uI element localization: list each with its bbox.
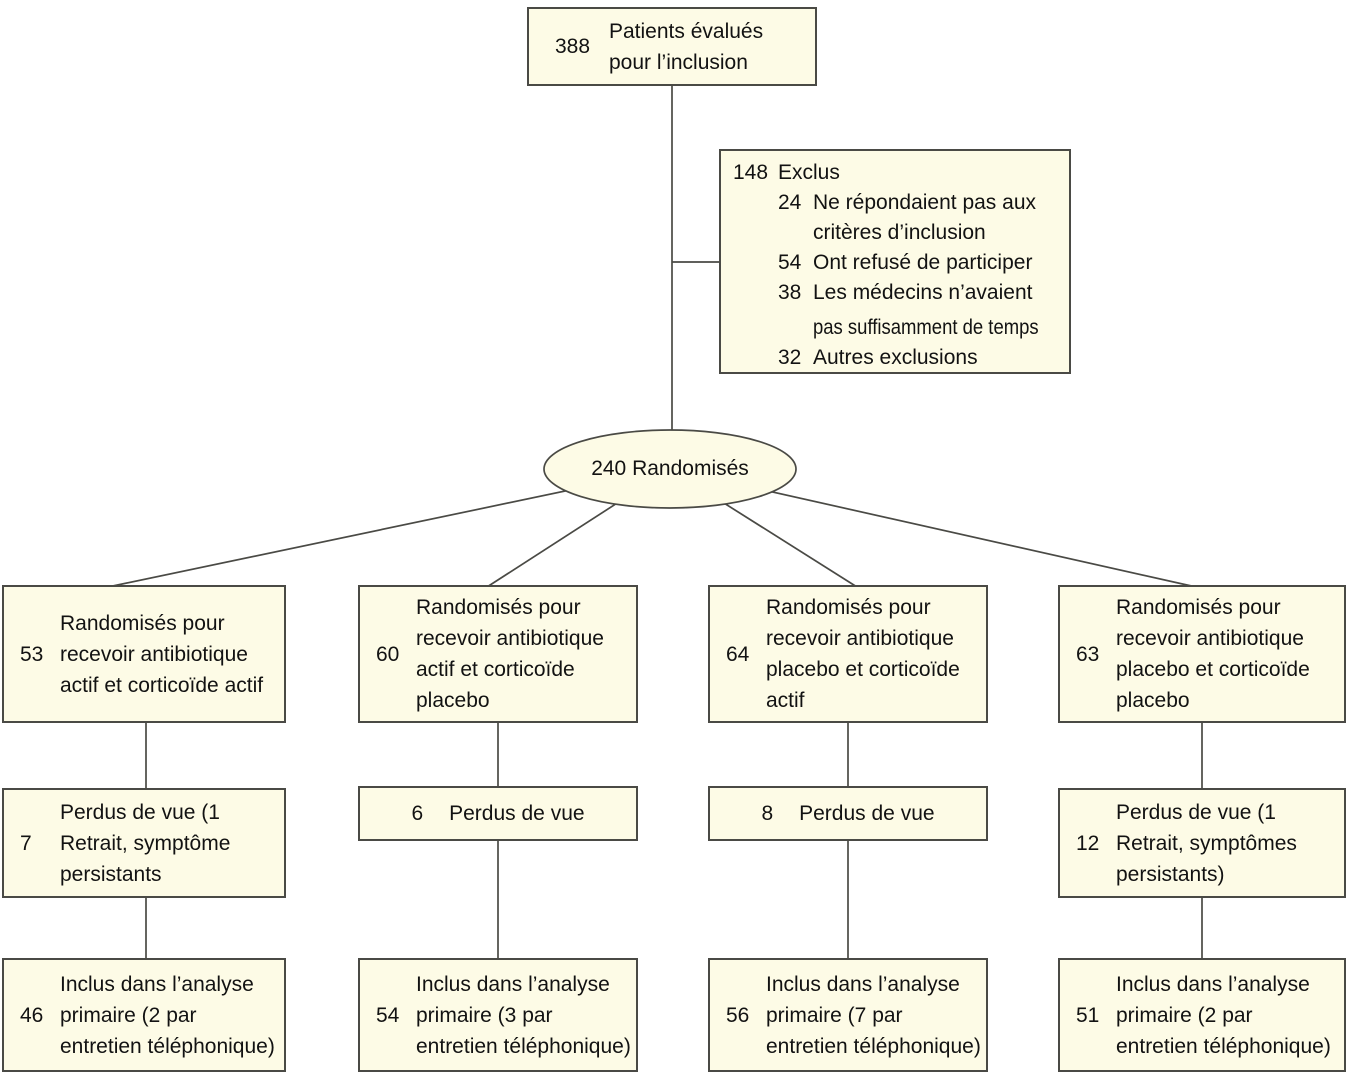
- analysis-text: Inclus dans l’analyse primaire (7 par en…: [766, 972, 981, 1058]
- excluded-box: 148 Exclus 24 Ne répondaient pas aux cri…: [719, 149, 1071, 374]
- lost-count: 8: [761, 802, 774, 825]
- arm-count: 60: [376, 642, 400, 666]
- excluded-item-text: Ont refusé de participer: [813, 251, 1033, 274]
- excluded-item-criteria: 24 Ne répondaient pas aux critères d’inc…: [778, 188, 1061, 248]
- arm-box-1: 53 Randomisés pour recevoir antibiotique…: [2, 585, 286, 723]
- arm-count: 53: [20, 642, 44, 666]
- analysis-box-4: 51 Inclus dans l’analyse primaire (2 par…: [1058, 958, 1346, 1072]
- analysis-count: 46: [20, 1003, 44, 1027]
- arm-text: Randomisés pour recevoir antibiotique ac…: [416, 596, 604, 712]
- lost-box-2: 6 Perdus de vue: [358, 786, 638, 841]
- lost-count: 6: [411, 802, 424, 825]
- assessed-text: Patients évalués pour l’inclusion: [609, 19, 764, 74]
- lost-text: Perdus de vue: [799, 802, 935, 825]
- excluded-item-count: 38: [778, 281, 802, 304]
- analysis-box-3: 56 Inclus dans l’analyse primaire (7 par…: [708, 958, 988, 1072]
- arm-box-2: 60 Randomisés pour recevoir antibiotique…: [358, 585, 638, 723]
- assessed-box: 388 Patients évalués pour l’inclusion: [527, 7, 817, 86]
- analysis-text: Inclus dans l’analyse primaire (2 par en…: [1116, 972, 1331, 1058]
- excluded-item-count: 24: [778, 191, 802, 214]
- arm-count: 63: [1076, 642, 1100, 666]
- excluded-item-text-line1: Les médecins n’avaient: [813, 281, 1033, 304]
- excluded-item-refused: 54 Ont refusé de participer: [778, 248, 1061, 278]
- lost-text: Perdus de vue (1 Retrait, symptôme persi…: [60, 800, 231, 886]
- lost-box-3: 8 Perdus de vue: [708, 786, 988, 841]
- randomized-label: 240 Randomisés: [591, 457, 749, 480]
- analysis-count: 51: [1076, 1003, 1100, 1027]
- arm-count: 64: [726, 642, 750, 666]
- arm-text: Randomisés pour recevoir antibiotique ac…: [60, 611, 264, 697]
- lost-text: Perdus de vue: [449, 802, 585, 825]
- analysis-text: Inclus dans l’analyse primaire (3 par en…: [416, 972, 631, 1058]
- analysis-box-2: 54 Inclus dans l’analyse primaire (3 par…: [358, 958, 638, 1072]
- excluded-item-count: 32: [778, 346, 802, 369]
- excluded-item-text: Ne répondaient pas aux critères d’inclus…: [813, 191, 1036, 244]
- excluded-items: 24 Ne répondaient pas aux critères d’inc…: [778, 188, 1061, 373]
- excluded-item-text: Autres exclusions: [813, 346, 978, 369]
- randomized-ellipse-shape: [543, 429, 797, 509]
- excluded-item-text-line2: pas suffisamment de temps: [813, 316, 1039, 339]
- lost-box-1: 7 Perdus de vue (1 Retrait, symptôme per…: [2, 788, 286, 898]
- lost-count: 7: [20, 831, 32, 855]
- excluded-count: 148: [733, 161, 769, 184]
- arm-box-3: 64 Randomisés pour recevoir antibiotique…: [708, 585, 988, 723]
- excluded-item-no-time: 38 Les médecins n’avaient pas suffisammen…: [778, 278, 1061, 343]
- analysis-count: 56: [726, 1003, 750, 1027]
- analysis-box-1: 46 Inclus dans l’analyse primaire (2 par…: [2, 958, 286, 1072]
- analysis-count: 54: [376, 1003, 400, 1027]
- arm-text: Randomisés pour recevoir antibiotique pl…: [1116, 596, 1310, 712]
- excluded-item-count: 54: [778, 251, 802, 274]
- arm-box-4: 63 Randomisés pour recevoir antibiotique…: [1058, 585, 1346, 723]
- analysis-text: Inclus dans l’analyse primaire (2 par en…: [60, 972, 275, 1058]
- excluded-header: 148 Exclus: [733, 158, 1061, 188]
- assessed-count: 388: [555, 35, 591, 58]
- lost-text: Perdus de vue (1 Retrait, symptômes pers…: [1116, 800, 1297, 886]
- excluded-label: Exclus: [778, 161, 840, 184]
- lost-count: 12: [1076, 831, 1100, 855]
- excluded-item-other: 32 Autres exclusions: [778, 343, 1061, 373]
- lost-box-4: 12 Perdus de vue (1 Retrait, symptômes p…: [1058, 788, 1346, 898]
- arm-text: Randomisés pour recevoir antibiotique pl…: [766, 596, 960, 712]
- excluded-item-text: Les médecins n’avaient pas suffisamment d…: [813, 278, 1069, 343]
